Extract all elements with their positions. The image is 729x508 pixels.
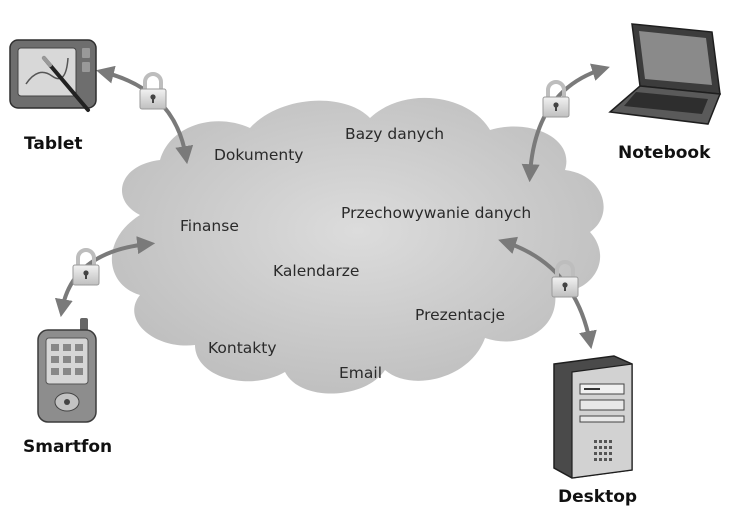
- device-label-desktop: Desktop: [558, 487, 637, 507]
- service-calendars: Kalendarze: [273, 262, 359, 280]
- service-documents: Dokumenty: [214, 146, 303, 164]
- notebook-icon: [608, 23, 722, 125]
- smartphone-icon: [37, 318, 97, 423]
- device-label-tablet: Tablet: [24, 134, 83, 154]
- service-finance: Finanse: [180, 217, 239, 235]
- tablet-icon: [9, 39, 97, 112]
- cloud: [111, 97, 604, 394]
- service-contacts: Kontakty: [208, 339, 277, 357]
- lock-icon: [71, 248, 101, 287]
- device-label-smartphone: Smartfon: [23, 437, 112, 457]
- service-storage: Przechowywanie danych: [341, 204, 531, 222]
- service-presentations: Prezentacje: [415, 306, 505, 324]
- service-email: Email: [339, 364, 382, 382]
- lock-icon: [541, 80, 571, 119]
- device-label-notebook: Notebook: [618, 143, 711, 163]
- service-databases: Bazy danych: [345, 125, 444, 143]
- lock-icon: [138, 72, 168, 111]
- desktop-icon: [553, 355, 633, 479]
